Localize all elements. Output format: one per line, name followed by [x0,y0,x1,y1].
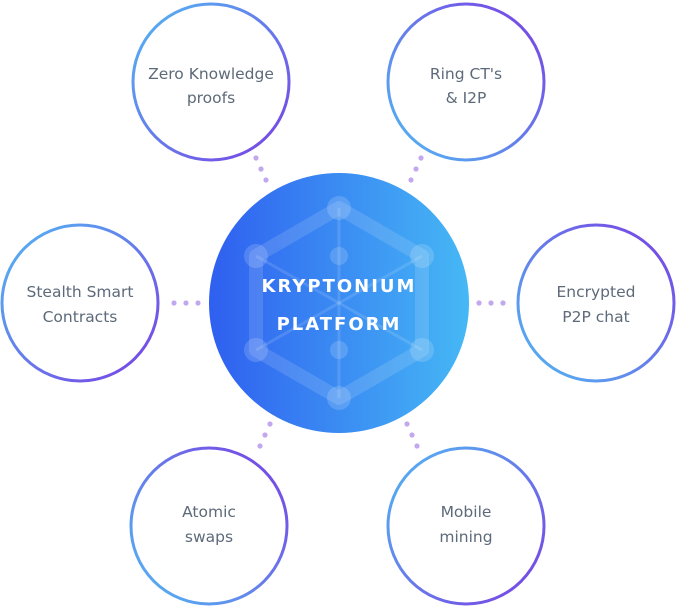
node-zero-knowledge-proofs: Zero Knowledge proofs [131,2,291,162]
connector-zero-knowledge [253,155,269,183]
node-encrypted-line1: Encrypted [557,283,636,301]
node-stealth-smart-line2: Contracts [43,308,118,326]
node-ring-ct-line2: & I2P [446,89,487,107]
center-platform-circle: KRYPTONIUM PLATFORM [209,173,469,433]
connector-atomic-swaps [257,421,273,449]
connector-stealth-smart [171,300,201,306]
connector-mobile-mining [404,421,420,449]
node-zero-knowledge-line1: Zero Knowledge [148,65,274,83]
node-ring-ct-i2p: Ring CT's & I2P [386,2,546,162]
node-atomic-line2: swaps [185,528,233,546]
node-atomic-swaps: Atomic swaps [129,446,289,606]
node-encrypted-line2: P2P chat [562,308,629,326]
node-encrypted-p2p-chat: Encrypted P2P chat [516,223,676,383]
network-hexagon-icon [249,201,429,405]
connector-encrypted-chat [476,300,506,306]
node-atomic-line1: Atomic [182,503,236,521]
node-mobile-line2: mining [439,528,492,546]
node-stealth-smart-contracts: Stealth Smart Contracts [0,223,160,383]
node-stealth-smart-line1: Stealth Smart [27,283,134,301]
connector-ring-ct [408,155,424,183]
node-mobile-line1: Mobile [441,503,492,521]
center-title-line1: KRYPTONIUM [262,276,417,297]
node-ring-ct-line1: Ring CT's [430,65,502,83]
node-mobile-mining: Mobile mining [386,446,546,606]
center-title-line2: PLATFORM [277,314,402,335]
node-zero-knowledge-line2: proofs [187,89,235,107]
